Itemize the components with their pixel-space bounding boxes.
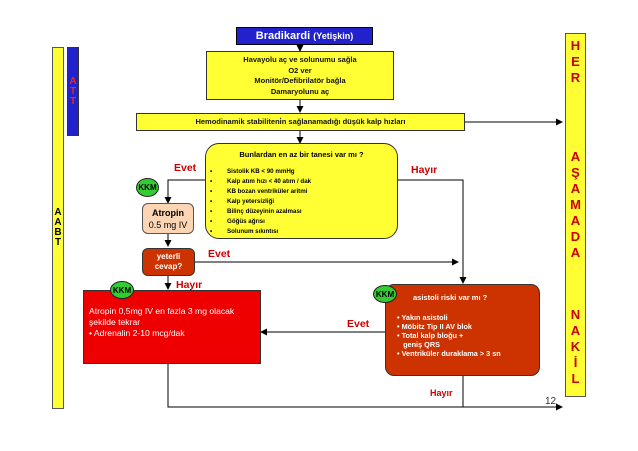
question-box: Bunlardan en az bir tanesi var mı ? Sist… — [205, 143, 398, 239]
atropin-dose: 0.5 mg IV — [148, 220, 188, 230]
letter: A — [570, 213, 581, 228]
att-letter: A — [69, 75, 77, 87]
aabt-bar: A A B T — [52, 47, 64, 409]
letter: A — [570, 245, 581, 260]
symptom-list: Sistolik KB < 90 mmHg Kalp atım hızı < 4… — [206, 167, 397, 237]
word-nakil: N A K İ L — [566, 307, 585, 387]
adequate-response-box: yeterli cevap? — [142, 248, 195, 276]
treatment-box: Atropin 0,5mg IV en fazla 3 mg olacak şe… — [83, 290, 261, 364]
letter: İ — [573, 355, 578, 370]
action-line: Damaryolunu aç — [270, 86, 330, 96]
asystole-item: geniş QRS — [397, 340, 440, 349]
letter: A — [570, 323, 581, 338]
letter: H — [570, 38, 581, 53]
aabt-letter: A — [54, 207, 62, 218]
symptom-item: KB bozan ventriküler aritmi — [206, 187, 397, 197]
letter: M — [570, 197, 581, 212]
aabt-letter: A — [54, 217, 62, 228]
her-asamada-nakil-bar: H E R A Ş A M A D A N A K İ L — [565, 33, 586, 397]
asystole-item: • Yakın asistoli — [397, 313, 448, 322]
label-hayir: Hayır — [430, 388, 453, 398]
symptom-item: Kalp atım hızı < 40 atım / dak — [206, 177, 397, 187]
symptom-item: Solunum sıkıntısı — [206, 227, 397, 237]
letter: D — [570, 229, 581, 244]
action-line: Havayolu aç ve solunumu sağla — [243, 55, 357, 64]
question-title: Bunlardan en az bir tanesi var mı ? — [239, 150, 364, 159]
title-main: Bradikardi — [255, 30, 311, 42]
kkm-badge: KKM — [373, 285, 397, 303]
kkm-badge: KKM — [136, 178, 159, 197]
symptom-item: Kalp yetersizliği — [206, 197, 397, 207]
treatment-list: Atropin 0,5mg IV en fazla 3 mg olacak şe… — [89, 306, 256, 339]
asystole-item: • Ventriküler duraklama > 3 sn — [397, 349, 501, 358]
hemodynamic-box: Hemodinamik stabiliteni̇n sağlanamadığı … — [136, 113, 465, 131]
label-hayir: Hayır — [176, 279, 203, 291]
letter: R — [570, 70, 581, 85]
asystole-list: • Yakın asistoli • Möbitz Tip II AV blok… — [397, 313, 535, 358]
asystole-item: • Möbitz Tip II AV blok — [397, 322, 472, 331]
letter: K — [570, 339, 581, 354]
att-letter: T — [69, 85, 77, 97]
symptom-item: Göğüs ağrısı — [206, 217, 397, 227]
action-line: O2 ver — [288, 65, 312, 75]
letter: A — [570, 149, 581, 164]
letter: E — [571, 54, 580, 69]
att-bar: A T T — [67, 47, 79, 136]
page-number: 12 — [545, 396, 557, 407]
title-sub: (Yetişkin) — [313, 31, 354, 41]
letter: L — [571, 371, 580, 386]
asystole-title: asistoli riski var mı ? — [413, 293, 488, 302]
diagram-title: Bradikardi (Yetişkin) — [236, 27, 373, 45]
aabt-letter: B — [54, 227, 62, 238]
adequate-line: yeterli — [156, 252, 181, 261]
treatment-item: Atropin 0,5mg IV en fazla 3 mg olacak şe… — [89, 306, 235, 327]
asystole-risk-box: asistoli riski var mı ? • Yakın asistoli… — [385, 284, 540, 376]
label-evet: Evet — [174, 162, 197, 174]
hemodynamic-text: Hemodinamik stabiliteni̇n sağlanamadığı … — [195, 117, 406, 126]
word-asamada: A Ş A M A D A — [566, 149, 585, 261]
word-her: H E R — [566, 38, 585, 86]
action-line: Monitör/Defibrilatör bağla — [254, 76, 346, 85]
asystole-item: • Total kalp bloğu + — [397, 331, 464, 340]
atropin-label: Atropin — [152, 208, 184, 218]
label-evet: Evet — [208, 248, 231, 260]
kkm-badge: KKM — [110, 281, 134, 299]
letter: A — [570, 181, 581, 196]
symptom-item: Sistolik KB < 90 mmHg — [206, 167, 397, 177]
adequate-line: cevap? — [154, 262, 183, 271]
initial-actions-box: Havayolu aç ve solunumu sağla O2 ver Mon… — [206, 51, 394, 100]
atropin-box: Atropin 0.5 mg IV — [142, 203, 194, 234]
label-evet: Evet — [347, 318, 370, 330]
label-hayir: Hayır — [411, 164, 438, 176]
letter: N — [570, 307, 581, 322]
treatment-item: • Adrenalin 2-10 mcg/dak — [89, 328, 185, 338]
symptom-item: Bilinç düzeyinin azalması — [206, 207, 397, 217]
aabt-letter: T — [54, 237, 62, 248]
att-letter: T — [69, 95, 77, 107]
letter: Ş — [571, 165, 580, 180]
